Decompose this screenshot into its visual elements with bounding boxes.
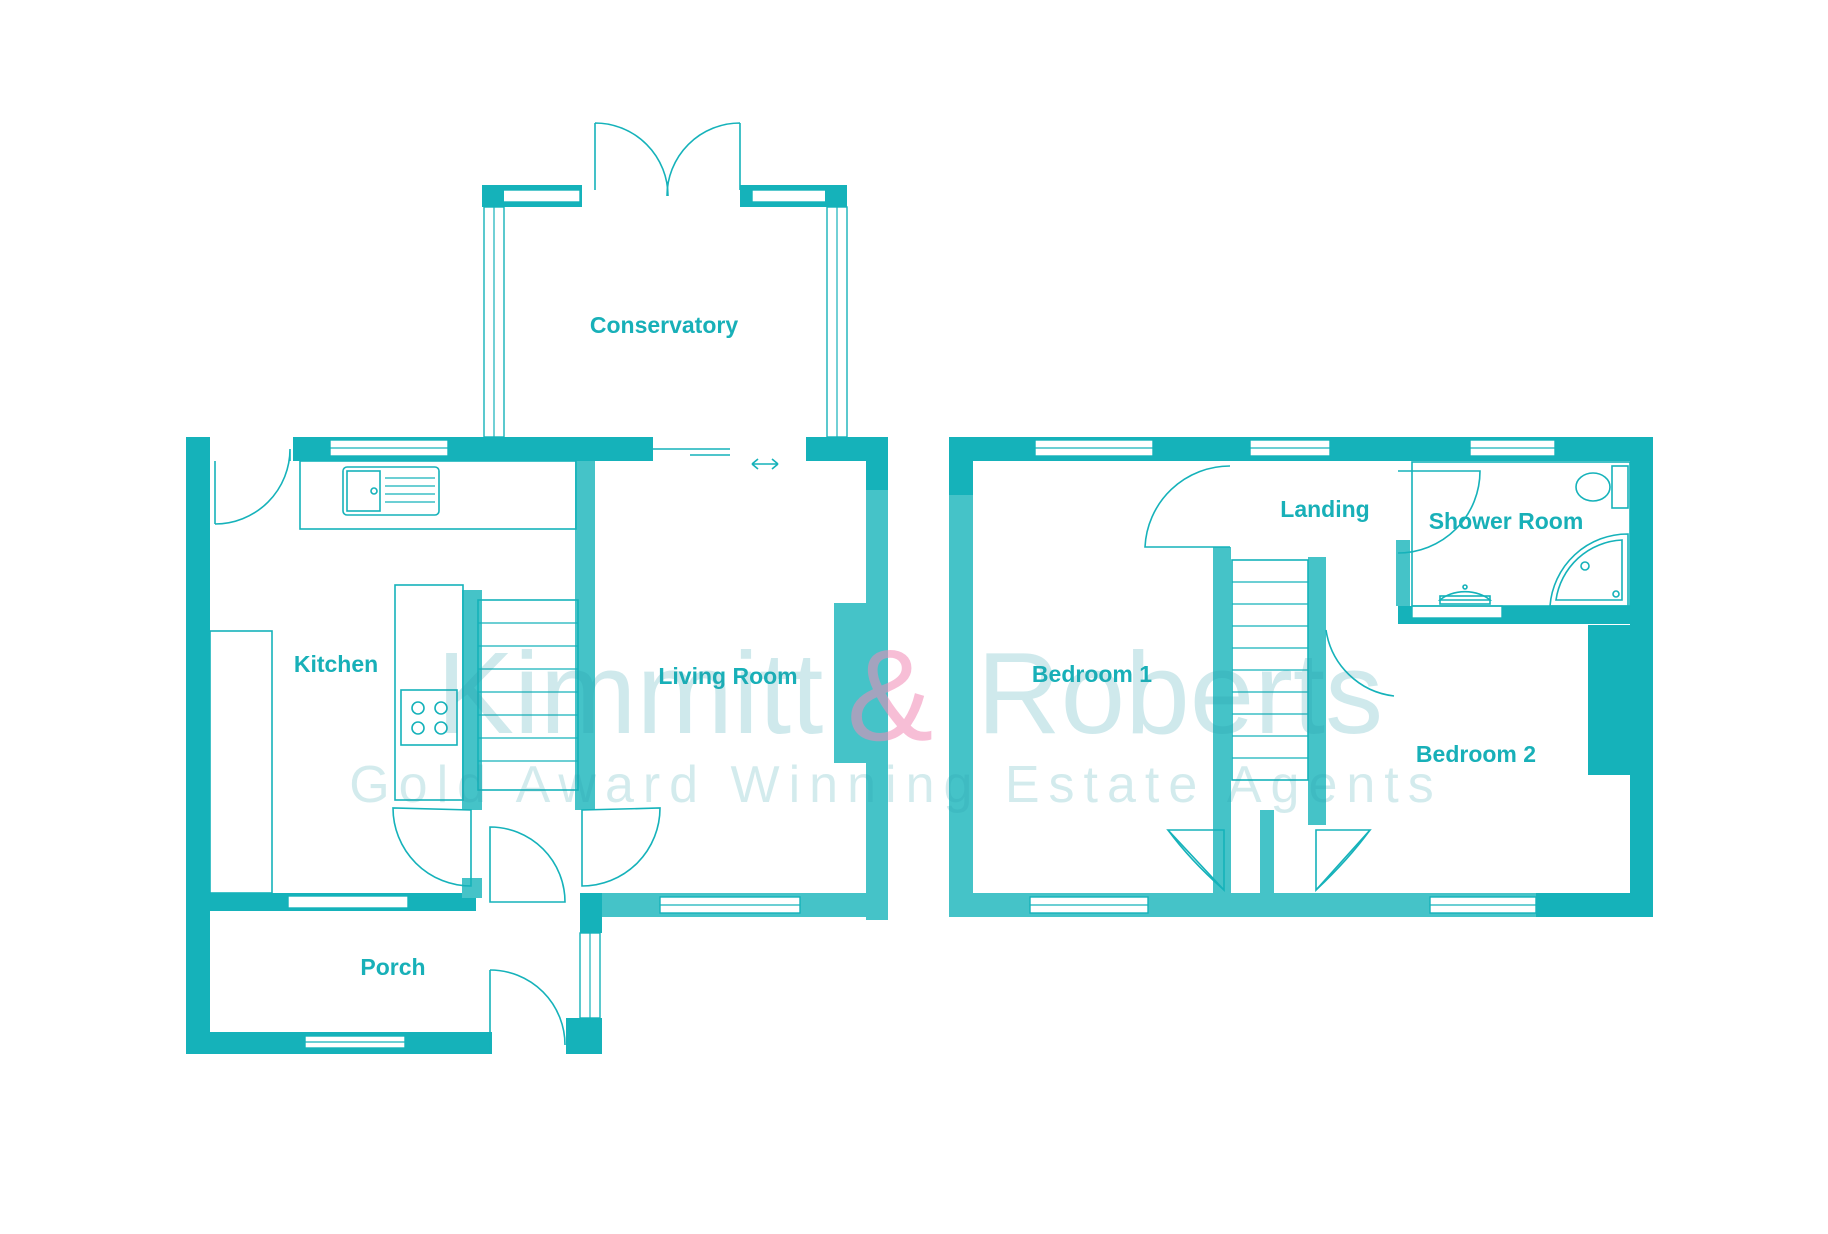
watermark-ampersand: & <box>847 622 934 768</box>
watermark-tagline: Gold Award Winning Estate Agents <box>349 756 1443 814</box>
room-label-porch: Porch <box>360 954 425 980</box>
watermark-name-right: Roberts <box>977 628 1383 758</box>
room-label-bedroom-2: Bedroom 2 <box>1416 741 1536 767</box>
conservatory-structure <box>482 122 848 438</box>
ground-floor-walls <box>186 437 888 1054</box>
first-floor-walls <box>949 437 1653 917</box>
ground-internal-doors <box>392 807 661 1054</box>
first-floor-doors <box>1144 465 1481 893</box>
room-label-landing: Landing <box>1280 496 1369 522</box>
kitchen-fittings <box>209 448 577 894</box>
room-labels: Conservatory Kitchen Living Room Porch B… <box>294 312 1583 980</box>
shower-room-fittings <box>1411 461 1631 607</box>
room-label-bedroom-1: Bedroom 1 <box>1032 661 1152 687</box>
watermark-name-left: Kimmitt <box>437 628 824 758</box>
room-label-living-room: Living Room <box>658 663 797 689</box>
sliding-door <box>653 448 779 470</box>
watermark: Kimmitt & Roberts Gold Award Winning Est… <box>349 622 1443 814</box>
ground-floor <box>186 122 888 1054</box>
room-label-kitchen: Kitchen <box>294 651 378 677</box>
first-floor <box>949 437 1653 917</box>
ground-staircase <box>477 599 579 791</box>
room-label-shower-room: Shower Room <box>1429 508 1584 534</box>
first-staircase <box>1231 559 1309 781</box>
room-label-conservatory: Conservatory <box>590 312 738 338</box>
